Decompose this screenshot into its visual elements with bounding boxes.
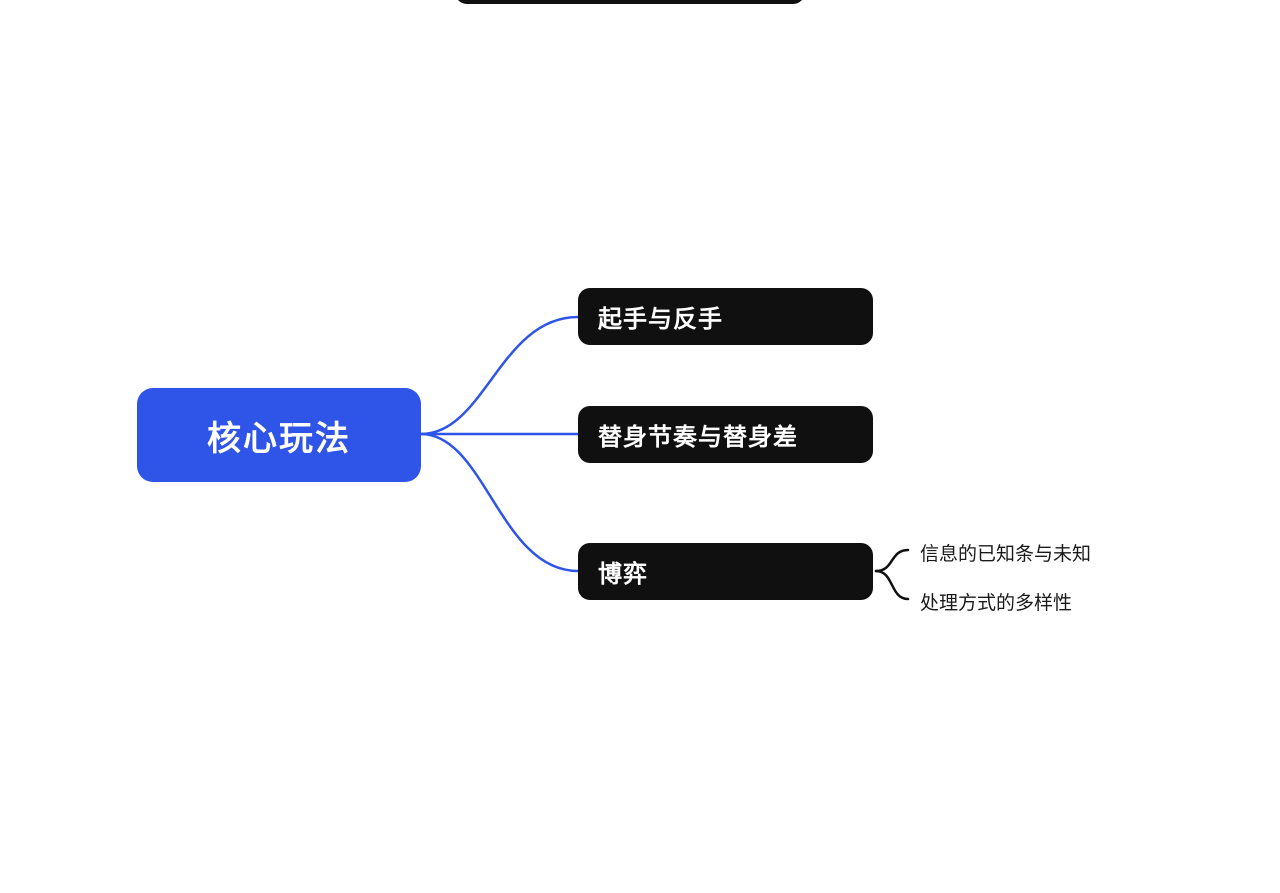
root-node-label: 核心玩法	[207, 419, 351, 458]
connector-node3-to-leaf1	[874, 548, 910, 573]
connector-node3-to-leaf2	[874, 569, 910, 601]
branch-node-label: 替身节奏与替身差	[598, 424, 798, 451]
branch-node-opening-and-counter[interactable]: 起手与反手	[578, 288, 873, 345]
leaf-node-known-unknown-info[interactable]: 信息的已知条与未知	[920, 544, 1092, 565]
connector-root-to-node1	[419, 315, 580, 436]
branch-node-game-theory[interactable]: 博弈	[578, 543, 873, 600]
branch-node-stand-rhythm[interactable]: 替身节奏与替身差	[578, 406, 873, 463]
branch-node-label: 博弈	[598, 561, 648, 588]
connector-root-to-node3	[419, 432, 580, 573]
leaf-node-handling-diversity[interactable]: 处理方式的多样性	[920, 593, 1073, 614]
clipped-offscreen-node	[455, 0, 805, 4]
branch-node-label: 起手与反手	[598, 306, 723, 333]
root-node-core-gameplay[interactable]: 核心玩法	[137, 388, 421, 482]
